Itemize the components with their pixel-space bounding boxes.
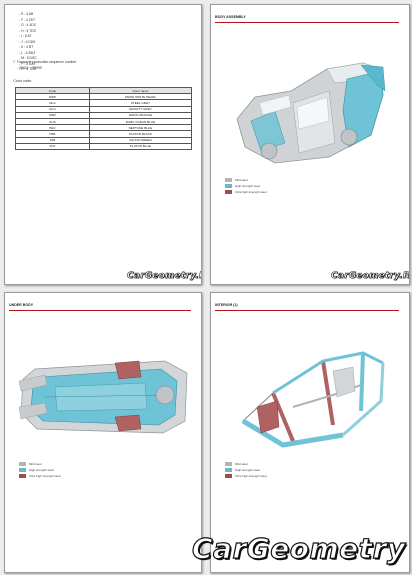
variant-item: - K : 4 BT: [19, 45, 34, 49]
legend-label: Ultra high strength steel: [235, 190, 267, 194]
variant-item: - F : 4 2ST: [19, 17, 36, 22]
legend-swatch: [225, 468, 232, 472]
legend-label: Ultra high strength steel: [235, 474, 267, 478]
legend-item: High strength steel: [19, 467, 61, 473]
legend-item: Ultra high strength steel: [225, 189, 267, 195]
title-divider: [215, 310, 399, 311]
legend-item: Ultra high strength steel: [19, 473, 61, 479]
variant-item: - G : 4 4DC: [19, 23, 37, 27]
legend-item: High strength steel: [225, 183, 267, 189]
variant-item: - H : 5 TDS: [19, 28, 36, 33]
variant-item: - P : 5 DAF: [19, 61, 36, 66]
variant-item: - I : 5 AT: [19, 34, 32, 38]
legend-label: Mild steel: [29, 462, 42, 466]
legend-swatch: [225, 462, 232, 466]
variant-item: - L : 4 BD3: [19, 50, 36, 55]
page-interior: INTERIOR (1) Mild steel High strength st…: [210, 292, 410, 573]
steel-legend: Mild steel High strength steel Ultra hig…: [19, 461, 61, 479]
watermark: CarGeometry.Ru: [127, 271, 201, 282]
legend-label: High strength steel: [29, 468, 55, 472]
legend-swatch: [19, 468, 26, 472]
steel-legend: Mild steel High strength steel Ultra hig…: [225, 177, 267, 195]
legend-item: High strength steel: [225, 467, 267, 473]
transaxle-number: - 00001 ~ 99999: [17, 66, 42, 70]
title-divider: [9, 310, 191, 311]
page-body-assembly: BODY ASSEMBLY Mild steel High strength s…: [210, 4, 410, 285]
watermark-large: CarGeometry: [191, 531, 406, 565]
section-title: INTERIOR (1): [215, 303, 238, 307]
section-title: UNDER BODY: [9, 303, 34, 307]
legend-swatch: [19, 474, 26, 478]
color-code-cell: FNJ: [15, 142, 90, 150]
body-assembly-illustration: [236, 62, 386, 164]
legend-swatch: [19, 462, 26, 466]
variant-list: - E : 4 AB - F : 4 2ST - G : 4 4DC - H :…: [19, 12, 37, 73]
legend-label: High strength steel: [235, 468, 261, 472]
color-code-title: Color code: [13, 79, 32, 83]
legend-label: Mild steel: [235, 462, 248, 466]
title-divider: [215, 22, 399, 23]
variant-item: - J : 4 DD5: [19, 39, 36, 44]
legend-swatch: [225, 178, 232, 182]
section-title: BODY ASSEMBLY: [215, 15, 246, 19]
page-specification: - E : 4 AB - F : 4 2ST - G : 4 4DC - H :…: [4, 4, 202, 285]
variant-item: - M : 5 DSC: [19, 56, 37, 60]
legend-swatch: [225, 474, 232, 478]
legend-item: Mild steel: [225, 461, 267, 467]
legend-item: Ultra high strength steel: [225, 473, 267, 479]
legend-swatch: [225, 190, 232, 194]
variant-item: - E : 4 AB: [19, 12, 34, 16]
watermark: CarGeometry.Ru: [331, 271, 410, 282]
page-under-body: UNDER BODY Mild steel High strength stee…: [4, 292, 202, 573]
interior-frame-illustration: [241, 351, 385, 448]
legend-item: Mild steel: [19, 461, 61, 467]
legend-swatch: [225, 184, 232, 188]
color-name-cell: PLATON BLUE: [88, 142, 193, 150]
legend-label: High strength steel: [235, 184, 261, 188]
transaxle-note: 7. Transaxle production sequence number: [13, 60, 77, 64]
variant-item: - R : 4 TDD: [19, 67, 37, 71]
legend-label: Mild steel: [235, 178, 248, 182]
steel-legend: Mild steel High strength steel Ultra hig…: [225, 461, 267, 479]
legend-label: Ultra high strength steel: [29, 474, 61, 478]
under-body-illustration: [18, 360, 188, 434]
legend-item: Mild steel: [225, 177, 267, 183]
